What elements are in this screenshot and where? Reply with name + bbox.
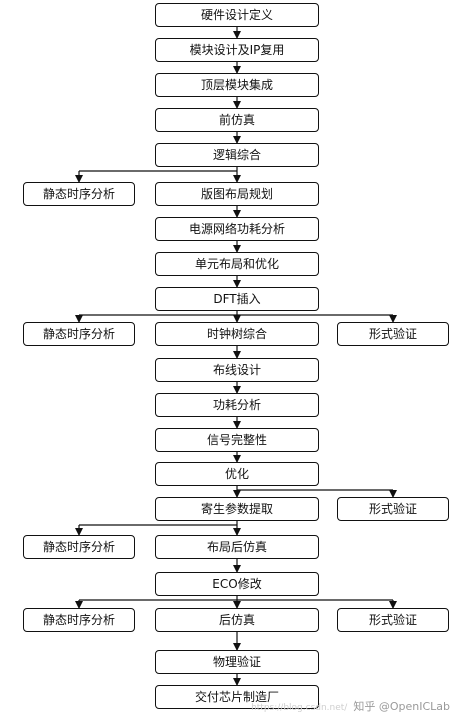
- step-clock-tree-synthesis: 时钟树综合: [155, 322, 319, 346]
- step-logic-synthesis: 逻辑综合: [155, 143, 319, 167]
- formal-verification-box: 形式验证: [337, 322, 449, 346]
- step-eco-modification: ECO修改: [155, 572, 319, 596]
- watermark-url: https://blog.csdn.net/: [251, 703, 348, 713]
- step-top-level-integration: 顶层模块集成: [155, 73, 319, 97]
- static-timing-analysis-box: 静态时序分析: [23, 535, 135, 559]
- step-physical-verification: 物理验证: [155, 650, 319, 674]
- static-timing-analysis-box: 静态时序分析: [23, 608, 135, 632]
- step-power-analysis: 功耗分析: [155, 393, 319, 417]
- step-hardware-design-definition: 硬件设计定义: [155, 3, 319, 27]
- static-timing-analysis-box: 静态时序分析: [23, 182, 135, 206]
- formal-verification-box: 形式验证: [337, 497, 449, 521]
- step-module-design-ip-reuse: 模块设计及IP复用: [155, 38, 319, 62]
- step-floorplanning: 版图布局规划: [155, 182, 319, 206]
- watermark-text: 知乎 @OpenICLab: [353, 700, 450, 713]
- step-parasitic-extraction: 寄生参数提取: [155, 497, 319, 521]
- step-placement-optimization: 单元布局和优化: [155, 252, 319, 276]
- step-power-network-analysis: 电源网络功耗分析: [155, 217, 319, 241]
- watermark: https://blog.csdn.net/知乎 @OpenICLab: [251, 698, 450, 714]
- step-signal-integrity: 信号完整性: [155, 428, 319, 452]
- step-pre-simulation: 前仿真: [155, 108, 319, 132]
- step-optimization: 优化: [155, 462, 319, 486]
- step-dft-insertion: DFT插入: [155, 287, 319, 311]
- formal-verification-box: 形式验证: [337, 608, 449, 632]
- step-deliver-to-foundry: 交付芯片制造厂: [155, 685, 319, 709]
- step-post-layout-simulation: 布局后仿真: [155, 535, 319, 559]
- static-timing-analysis-box: 静态时序分析: [23, 322, 135, 346]
- step-routing: 布线设计: [155, 358, 319, 382]
- step-post-simulation: 后仿真: [155, 608, 319, 632]
